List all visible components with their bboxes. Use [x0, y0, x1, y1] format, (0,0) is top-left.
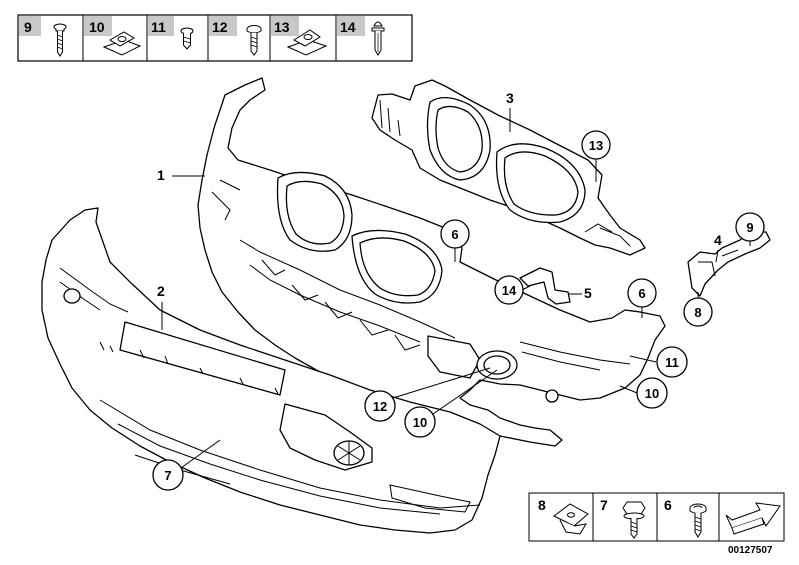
- grille-carrier: [371, 79, 646, 256]
- callout-label: 6: [638, 286, 645, 301]
- top-legend-cell-11: 11: [148, 16, 194, 50]
- bottom-legend-cell-arrow: [725, 502, 781, 535]
- callout-label: 2: [157, 283, 165, 299]
- legend-number: 11: [151, 19, 166, 35]
- bottom-legend-cell-8: 8: [538, 497, 589, 535]
- callout-label: 13: [589, 138, 603, 153]
- callout-4: 4: [714, 232, 722, 263]
- callout-label: 1: [157, 167, 165, 183]
- clip-icon: [553, 503, 589, 535]
- callout-label: 4: [714, 232, 722, 248]
- arrow-icon: [725, 502, 781, 535]
- callout-label: 10: [413, 415, 427, 430]
- callout-7: 7: [152, 439, 221, 491]
- callout-3: 3: [506, 90, 514, 132]
- clip-nut-icon: [102, 31, 142, 56]
- clip-nut-icon: [286, 29, 328, 56]
- callout-14: 14: [494, 275, 531, 305]
- callout-1: 1: [157, 167, 205, 183]
- reference-number: 00127507: [728, 545, 773, 556]
- bottom-legend-cell-6: 6: [664, 497, 707, 538]
- washer-screw-icon: [689, 503, 707, 538]
- top-legend-cell-12: 12: [209, 16, 262, 56]
- callout-label: 9: [746, 220, 753, 235]
- center-bracket: [519, 267, 571, 305]
- callout-label: 12: [373, 399, 387, 414]
- top-legend-cell-13: 13: [271, 16, 328, 56]
- callout-6-lower: 6: [627, 278, 657, 318]
- bottom-legend-cell-7: 7: [600, 497, 646, 539]
- callout-13: 13: [581, 130, 611, 182]
- side-bracket: [687, 231, 771, 297]
- screw-icon: [53, 23, 67, 57]
- callout-12: 12: [364, 367, 491, 422]
- washer-screw-icon: [246, 25, 262, 56]
- callout-label: 3: [506, 90, 514, 106]
- callout-label: 14: [502, 283, 517, 298]
- callout-2: 2: [157, 283, 165, 330]
- legend-number: 6: [664, 497, 672, 513]
- callout-8: 8: [683, 292, 713, 327]
- legend-number: 13: [274, 19, 290, 35]
- legend-number: 8: [538, 497, 546, 513]
- short-screw-icon: [180, 27, 194, 50]
- callout-5: 5: [568, 285, 592, 301]
- callout-11: 11: [629, 346, 688, 378]
- callout-label: 7: [164, 468, 171, 483]
- callout-label: 10: [645, 386, 659, 401]
- callout-9: 9: [735, 212, 765, 246]
- legend-number: 9: [24, 19, 32, 35]
- legend-number: 14: [340, 19, 356, 35]
- callout-label: 6: [451, 227, 458, 242]
- callout-10-right: 10: [619, 377, 668, 409]
- top-legend-cell-10: 10: [84, 16, 142, 56]
- callout-label: 8: [694, 305, 701, 320]
- top-legend: 9 10 11: [17, 14, 413, 62]
- callout-10-center: 10: [404, 369, 498, 438]
- legend-number: 7: [600, 497, 608, 513]
- legend-number: 12: [212, 19, 228, 35]
- top-legend-cell-14: 14: [337, 16, 385, 56]
- bumper-carrier: [197, 77, 666, 447]
- callout-label: 5: [584, 285, 592, 301]
- legend-number: 10: [89, 19, 105, 35]
- callout-6-upper: 6: [440, 219, 470, 262]
- top-legend-cell-9: 9: [19, 16, 67, 57]
- callout-label: 11: [665, 355, 679, 370]
- bottom-legend: 8 7 6: [528, 492, 785, 542]
- expanding-rivet-icon: [371, 21, 385, 56]
- collar-bolt-icon: [622, 501, 646, 539]
- bumper-cover: [41, 207, 501, 534]
